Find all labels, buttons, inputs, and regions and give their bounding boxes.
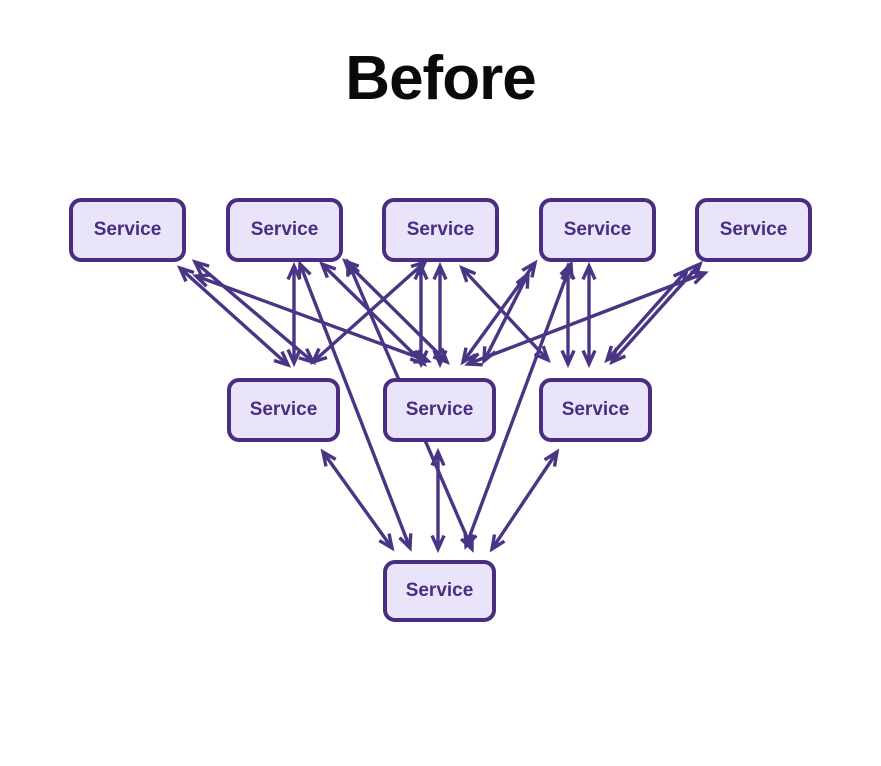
- arrowhead-start: [430, 447, 446, 467]
- arrowhead-start: [581, 261, 597, 281]
- arrowhead-end: [460, 534, 474, 553]
- edge-line: [461, 262, 537, 363]
- arrowhead-end: [298, 348, 317, 365]
- arrowhead-start: [672, 266, 690, 285]
- arrowhead-end: [409, 349, 427, 367]
- service-node-t5[interactable]: Service: [695, 198, 812, 262]
- edge-line: [460, 266, 550, 362]
- arrowhead-start: [346, 258, 360, 277]
- arrowhead-end: [432, 349, 448, 369]
- service-node-b1[interactable]: Service: [383, 560, 496, 622]
- service-node-label: Service: [250, 219, 319, 240]
- arrowhead-end: [432, 347, 450, 365]
- edge-line: [490, 451, 559, 550]
- arrowhead-start: [398, 533, 413, 552]
- arrowhead-start: [342, 258, 360, 276]
- arrowhead-end: [559, 260, 574, 279]
- edge-m2-b1: [430, 447, 446, 554]
- service-node-m3[interactable]: Service: [539, 378, 652, 442]
- arrowhead-end: [378, 533, 395, 552]
- edge-t4-m3: [581, 261, 597, 369]
- edge-t2-m2: [319, 261, 427, 367]
- service-node-m2[interactable]: Service: [383, 378, 496, 442]
- edge-t5-m3: [604, 266, 690, 364]
- arrowhead-end: [560, 349, 576, 369]
- arrowhead-end: [460, 347, 477, 366]
- arrowhead-start: [410, 259, 429, 277]
- edge-t2-m2: [342, 258, 450, 365]
- edge-line: [193, 260, 315, 364]
- arrowhead-start: [176, 265, 195, 283]
- page-title: Before: [345, 44, 536, 113]
- edge-line: [482, 273, 530, 362]
- edge-t4-m3: [560, 261, 576, 369]
- arrowhead-end: [581, 349, 597, 369]
- edge-line: [343, 259, 449, 364]
- arrowhead-start: [543, 448, 560, 467]
- service-node-label: Service: [249, 399, 318, 420]
- arrowhead-end: [413, 349, 432, 364]
- edge-m1-b1: [320, 448, 395, 552]
- arrowhead-end: [609, 347, 627, 366]
- service-node-label: Service: [93, 219, 162, 240]
- service-node-label: Service: [719, 219, 788, 240]
- edge-t5-m3: [609, 260, 703, 366]
- arrowhead-start: [320, 448, 337, 467]
- arrowhead-start: [515, 270, 530, 289]
- arrowhead-start: [463, 531, 478, 550]
- edge-t1-m1: [191, 259, 317, 365]
- edge-t1-m2: [192, 273, 432, 364]
- arrowhead-end: [533, 345, 551, 364]
- arrowhead-end: [482, 346, 497, 365]
- service-node-t3[interactable]: Service: [382, 198, 499, 262]
- arrowhead-start: [521, 259, 538, 278]
- service-node-label: Service: [561, 399, 630, 420]
- arrowhead-start: [560, 261, 576, 281]
- arrowhead-end: [286, 348, 302, 368]
- arrowhead-start: [432, 261, 448, 281]
- arrowhead-start: [286, 261, 302, 281]
- arrowhead-start: [685, 260, 703, 279]
- service-node-label: Service: [405, 580, 474, 601]
- service-node-m1[interactable]: Service: [227, 378, 340, 442]
- edge-line: [467, 271, 706, 366]
- arrowhead-start: [459, 264, 477, 283]
- arrowhead-end: [273, 350, 292, 368]
- arrowhead-end: [489, 534, 506, 553]
- edge-t5-m2: [464, 270, 709, 367]
- service-node-label: Service: [406, 219, 475, 240]
- edge-t3-m3: [459, 264, 551, 364]
- arrowhead-end: [464, 352, 483, 367]
- edge-t4-m2: [460, 259, 538, 366]
- arrowhead-start: [413, 261, 429, 281]
- edge-t2-m1: [286, 261, 302, 368]
- service-node-label: Service: [563, 219, 632, 240]
- edge-line: [320, 262, 426, 366]
- edge-m3-b1: [489, 448, 560, 553]
- edge-t1-m1: [176, 265, 292, 368]
- arrowhead-end: [413, 349, 429, 369]
- arrowhead-start: [191, 259, 210, 276]
- edge-line: [605, 268, 689, 362]
- service-node-t4[interactable]: Service: [539, 198, 656, 262]
- service-node-t2[interactable]: Service: [226, 198, 343, 262]
- edge-line: [311, 260, 427, 364]
- edge-line: [195, 274, 429, 363]
- arrowhead-start: [319, 261, 337, 279]
- arrowhead-end: [604, 345, 622, 364]
- arrowhead-start: [192, 273, 211, 288]
- service-node-t1[interactable]: Service: [69, 198, 186, 262]
- arrowhead-end: [297, 260, 312, 279]
- edge-line: [610, 262, 702, 364]
- arrowhead-end: [309, 347, 328, 365]
- edge-t4-m2: [482, 270, 530, 365]
- arrowhead-start: [690, 270, 709, 285]
- edge-t3-m2: [413, 261, 429, 369]
- edge-t3-m1: [309, 259, 429, 365]
- edge-t3-m2: [432, 261, 448, 369]
- edge-line: [321, 451, 394, 549]
- edge-line: [178, 266, 290, 367]
- service-node-label: Service: [405, 399, 474, 420]
- arrowhead-end: [430, 534, 446, 554]
